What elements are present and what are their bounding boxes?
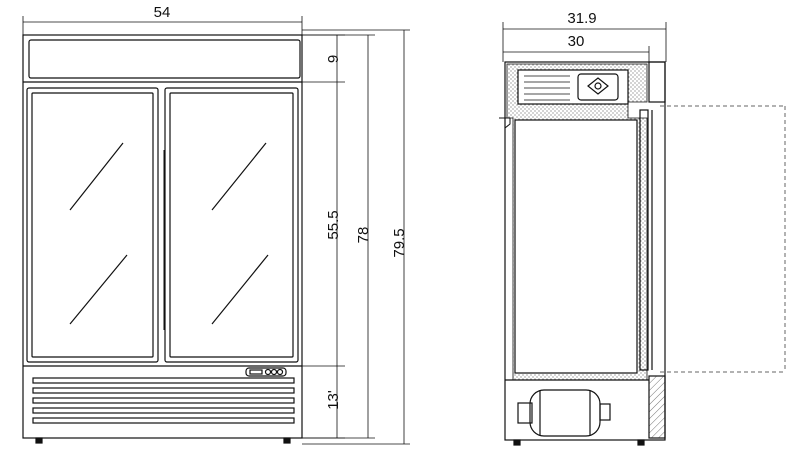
- dim-width-54: 54: [154, 4, 171, 21]
- dim-depth-30: 30: [568, 33, 585, 50]
- side-dimensions: [502, 22, 667, 62]
- front-cabinet-outline: [22, 34, 303, 439]
- side-view: [499, 61, 666, 446]
- evaporator-compartment: [517, 69, 629, 105]
- side-foot-right: [637, 439, 645, 446]
- front-foot-left: [35, 437, 43, 444]
- side-door-frame: [648, 61, 666, 103]
- control-panel: [245, 367, 287, 377]
- dim-cabinet-78: 78: [355, 227, 372, 244]
- side-cabinet-outline: [504, 61, 666, 441]
- dim-door-55-5: 55.5: [325, 210, 342, 239]
- side-thermostat: [499, 117, 511, 142]
- dim-depth-31-9: 31.9: [567, 10, 596, 27]
- front-view: [22, 34, 303, 444]
- right-glass-door: [164, 87, 299, 363]
- side-glass-door: [639, 109, 649, 371]
- left-glass-door: [26, 87, 159, 363]
- front-dimensions: [22, 16, 410, 445]
- dim-header-9: 9: [325, 55, 342, 63]
- door-swing-outline: [660, 105, 786, 373]
- side-base-grille-hatch: [648, 375, 666, 439]
- dim-base-13: 13': [325, 390, 342, 410]
- front-foot-right: [283, 437, 291, 444]
- compressor-icon: [517, 389, 611, 437]
- dim-total-79-5: 79.5: [391, 228, 408, 257]
- side-interior-cavity: [514, 119, 638, 374]
- front-header-panel: [28, 39, 301, 79]
- side-foot-left: [513, 439, 521, 446]
- front-grille: [32, 377, 295, 424]
- evaporator-coil: [524, 75, 570, 101]
- evaporator-fan-icon: [577, 73, 619, 101]
